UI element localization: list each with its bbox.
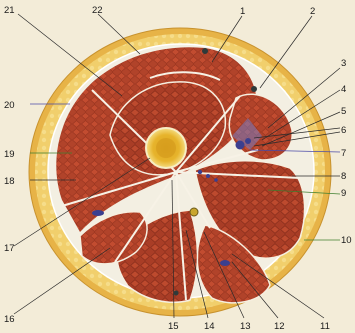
label-17: 17 [4, 243, 15, 254]
label-16: 16 [4, 314, 15, 325]
label-22: 22 [92, 5, 103, 16]
femur-bone [146, 128, 186, 168]
label-1: 1 [240, 6, 245, 17]
label-19: 19 [4, 149, 15, 160]
label-14: 14 [204, 321, 215, 332]
label-21: 21 [4, 5, 15, 16]
label-6: 6 [341, 125, 346, 136]
label-15: 15 [168, 321, 179, 332]
label-4: 4 [341, 84, 346, 95]
label-10: 10 [341, 235, 352, 246]
label-18: 18 [4, 176, 15, 187]
label-7: 7 [341, 148, 346, 159]
label-8: 8 [341, 171, 346, 182]
label-11: 11 [320, 321, 330, 332]
label-20: 20 [4, 100, 15, 111]
label-3: 3 [341, 58, 346, 69]
label-9: 9 [341, 188, 346, 199]
label-2: 2 [310, 6, 315, 17]
label-5: 5 [341, 106, 346, 117]
label-12: 12 [274, 321, 285, 332]
label-13: 13 [240, 321, 251, 332]
